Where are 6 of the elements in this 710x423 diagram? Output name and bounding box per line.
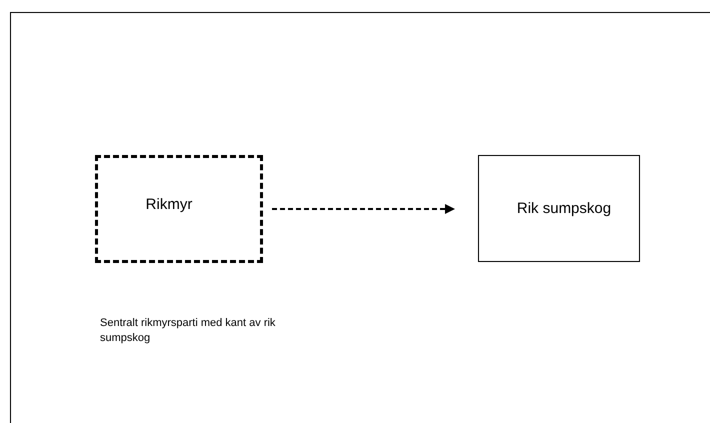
process-box (478, 155, 640, 262)
arrow (272, 204, 455, 214)
process-box (95, 155, 263, 263)
box-label: Rikmyr (146, 196, 192, 212)
box-label: Rik sumpskog (516, 200, 612, 217)
note-text: Sentralt rikmyrsparti med kant av rik sumpskog (100, 316, 276, 346)
